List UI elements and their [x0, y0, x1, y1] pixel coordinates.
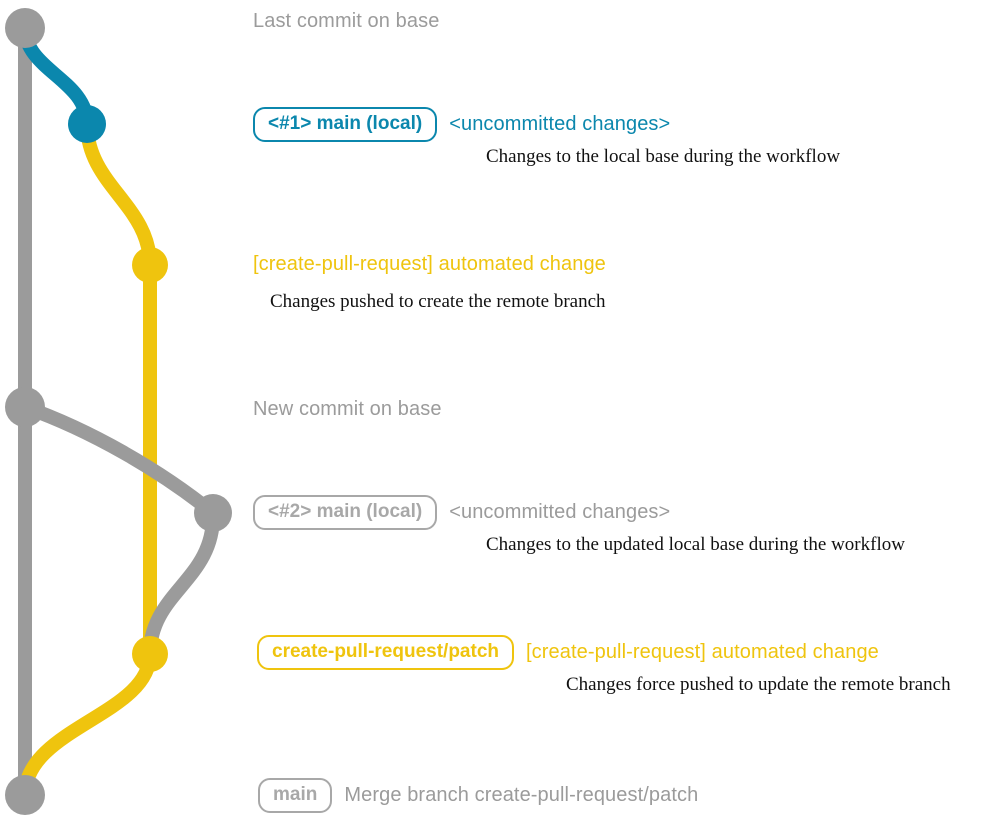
heading-last-commit-on-base: Last commit on base: [253, 10, 440, 32]
commit-description-automated-change-2: Changes force pushed to update the remot…: [566, 674, 951, 695]
local-branch-curve-2: [18, 400, 220, 520]
commit-description-automated-change-1: Changes pushed to create the remote bran…: [270, 291, 606, 312]
branch-badge-main[interactable]: main: [258, 778, 333, 813]
commit-node-base-new[interactable]: [5, 387, 45, 427]
heading-new-commit-on-base: New commit on base: [253, 398, 442, 420]
row-new-commit-on-base: New commit on base: [253, 398, 442, 421]
commit-subject-automated-change-1: [create-pull-request] automated change: [253, 253, 606, 275]
commit-subject-local-1: <uncommitted changes>: [449, 112, 671, 135]
commit-subject-merge-branch: Merge branch create-pull-request/patch: [344, 783, 699, 806]
branch-badge-local-2[interactable]: <#2> main (local): [253, 495, 438, 530]
patch-branch-curve-1: [80, 117, 157, 272]
row-automated-change-1: [create-pull-request] automated change: [253, 253, 606, 276]
row-create-pull-request-patch: create-pull-request/patch [create-pull-r…: [257, 635, 879, 670]
row-local-uncommitted-2: <#2> main (local) <uncommitted changes>: [253, 495, 670, 530]
row-merge-branch: main Merge branch create-pull-request/pa…: [258, 778, 698, 813]
branch-badge-local-1[interactable]: <#1> main (local): [253, 107, 438, 142]
commit-node-patch-2[interactable]: [132, 636, 168, 672]
commit-node-merge[interactable]: [5, 775, 45, 815]
commit-node-local-2[interactable]: [194, 494, 232, 532]
commit-description-local-2: Changes to the updated local base during…: [486, 534, 905, 555]
commit-node-patch-1[interactable]: [132, 247, 168, 283]
row-last-commit-on-base: Last commit on base: [253, 10, 439, 33]
commit-subject-local-2: <uncommitted changes>: [449, 500, 671, 523]
commit-node-local-1[interactable]: [68, 105, 106, 143]
row-local-uncommitted-1: <#1> main (local) <uncommitted changes>: [253, 107, 670, 142]
commit-node-base-head[interactable]: [5, 8, 45, 48]
commit-subject-automated-change-2: [create-pull-request] automated change: [526, 640, 879, 663]
patch-merge-curve: [18, 647, 157, 802]
local-merge-curve-2: [143, 506, 221, 661]
commit-description-local-1: Changes to the local base during the wor…: [486, 146, 841, 167]
branch-badge-create-pull-request-patch[interactable]: create-pull-request/patch: [257, 635, 514, 670]
